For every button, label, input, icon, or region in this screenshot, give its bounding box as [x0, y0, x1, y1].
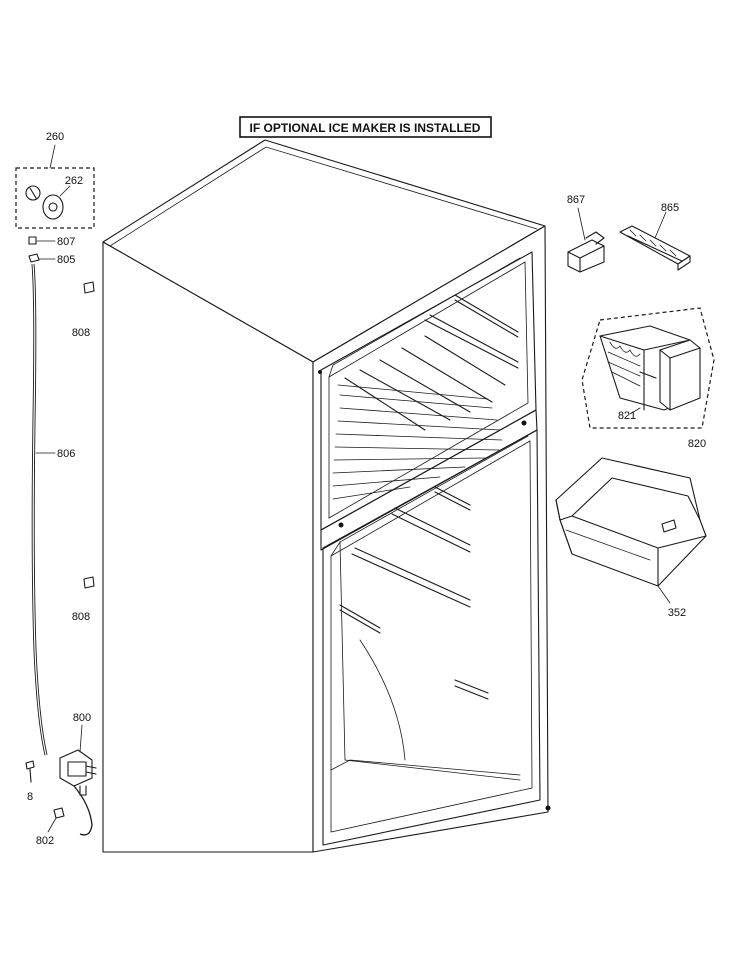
- part-867-bracket: [567, 207, 605, 273]
- label-805: 805: [57, 254, 75, 266]
- part-820-ice-maker-group: [581, 307, 715, 429]
- label-802: 802: [36, 835, 54, 847]
- part-260-group: [15, 144, 95, 229]
- label-808-bottom: 808: [72, 611, 90, 623]
- part-806-tube: [31, 263, 56, 756]
- label-352: 352: [668, 607, 686, 619]
- refrigerator-cabinet: [102, 139, 551, 853]
- label-865: 865: [661, 202, 679, 214]
- label-820: 820: [688, 438, 706, 450]
- part-865-rail: [619, 211, 691, 271]
- part-808-bottom: [83, 576, 95, 589]
- label-821: 821: [618, 410, 636, 422]
- part-802: [47, 807, 65, 833]
- label-260: 260: [46, 131, 64, 143]
- part-352-ice-bucket: [555, 457, 707, 604]
- label-808-top: 808: [72, 327, 90, 339]
- label-807: 807: [57, 236, 75, 248]
- banner-text: IF OPTIONAL ICE MAKER IS INSTALLED: [250, 121, 481, 135]
- part-800-water-valve: [59, 724, 97, 836]
- label-867: 867: [567, 194, 585, 206]
- part-807: [28, 236, 56, 245]
- part-805: [28, 253, 56, 263]
- part-808-top: [83, 281, 95, 294]
- label-806: 806: [57, 448, 75, 460]
- label-8: 8: [27, 791, 33, 803]
- ice-maker-banner: IF OPTIONAL ICE MAKER IS INSTALLED: [239, 116, 492, 138]
- label-800: 800: [73, 712, 91, 724]
- label-262: 262: [65, 175, 83, 187]
- part-8-screw: [25, 760, 35, 783]
